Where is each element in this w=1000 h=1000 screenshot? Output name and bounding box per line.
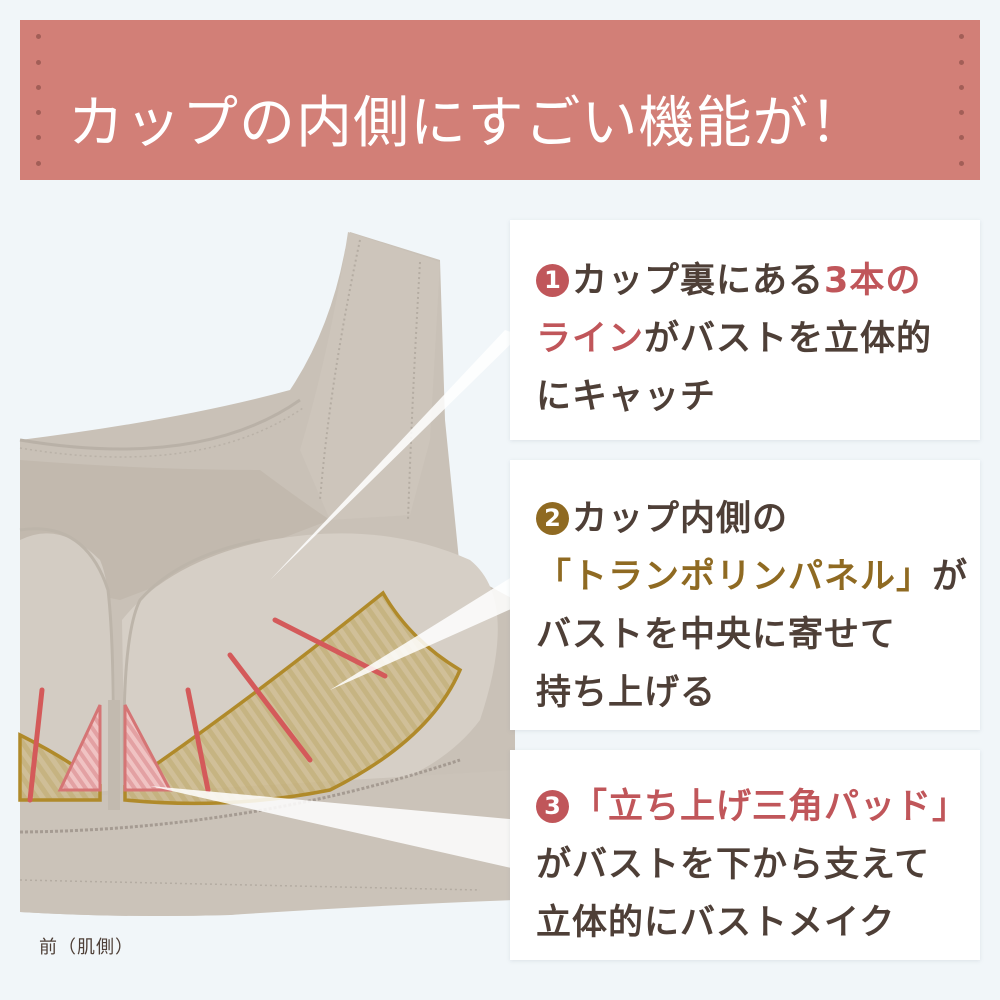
callout-pointers — [150, 330, 520, 870]
number-badge-3: 3 — [536, 790, 569, 823]
triangle-pad-right — [123, 704, 173, 792]
feature-2-line-3: バストを中央に寄せて — [536, 615, 897, 655]
page-title: カップの内側にすごい機能が！ — [68, 91, 867, 156]
feature-3-line-1: 3「立ち上げ三角パッド」 — [536, 778, 967, 836]
feature-2-line-2: 「トランポリンパネル」が — [536, 557, 969, 597]
decorative-dot — [959, 85, 964, 90]
title-banner: カップの内側にすごい機能が！ — [20, 20, 980, 180]
highlight-text: 「トランポリンパネル」 — [536, 557, 933, 597]
decorative-dot — [36, 110, 41, 115]
decorative-dot — [36, 161, 41, 166]
decorative-dot — [36, 135, 41, 140]
decorative-dot — [959, 135, 964, 140]
decorative-dot — [959, 34, 964, 39]
decorative-dot — [36, 85, 41, 90]
illustration-caption: 前（肌側） — [39, 937, 134, 958]
feature-1-line-2: ラインがバストを立体的 — [536, 319, 933, 359]
decorative-dot — [959, 161, 964, 166]
highlight-text: 3本の — [824, 261, 922, 301]
highlight-text: 「立ち上げ三角パッド」 — [572, 787, 969, 827]
feature-1-line-3: にキャッチ — [536, 377, 717, 417]
highlight-text: ライン — [536, 319, 645, 359]
garment-strap — [300, 232, 440, 520]
underband — [20, 770, 515, 916]
number-badge-1: 1 — [536, 264, 569, 297]
decorative-dot — [36, 34, 41, 39]
decorative-dot — [36, 60, 41, 65]
bra-illustration — [18, 232, 520, 916]
triangle-pad-left — [57, 704, 102, 792]
feature-3-line-2: がバストを下から支えて — [536, 845, 931, 885]
decorative-dot — [959, 110, 964, 115]
feature-card-3: 3「立ち上げ三角パッド」 がバストを下から支えて 立体的にバストメイク — [510, 750, 980, 960]
support-lines — [27, 617, 388, 803]
feature-2-line-4: 持ち上げる — [536, 673, 717, 713]
feature-3-line-3: 立体的にバストメイク — [536, 903, 896, 943]
number-badge-2: 2 — [536, 502, 569, 535]
decorative-dot — [959, 60, 964, 65]
